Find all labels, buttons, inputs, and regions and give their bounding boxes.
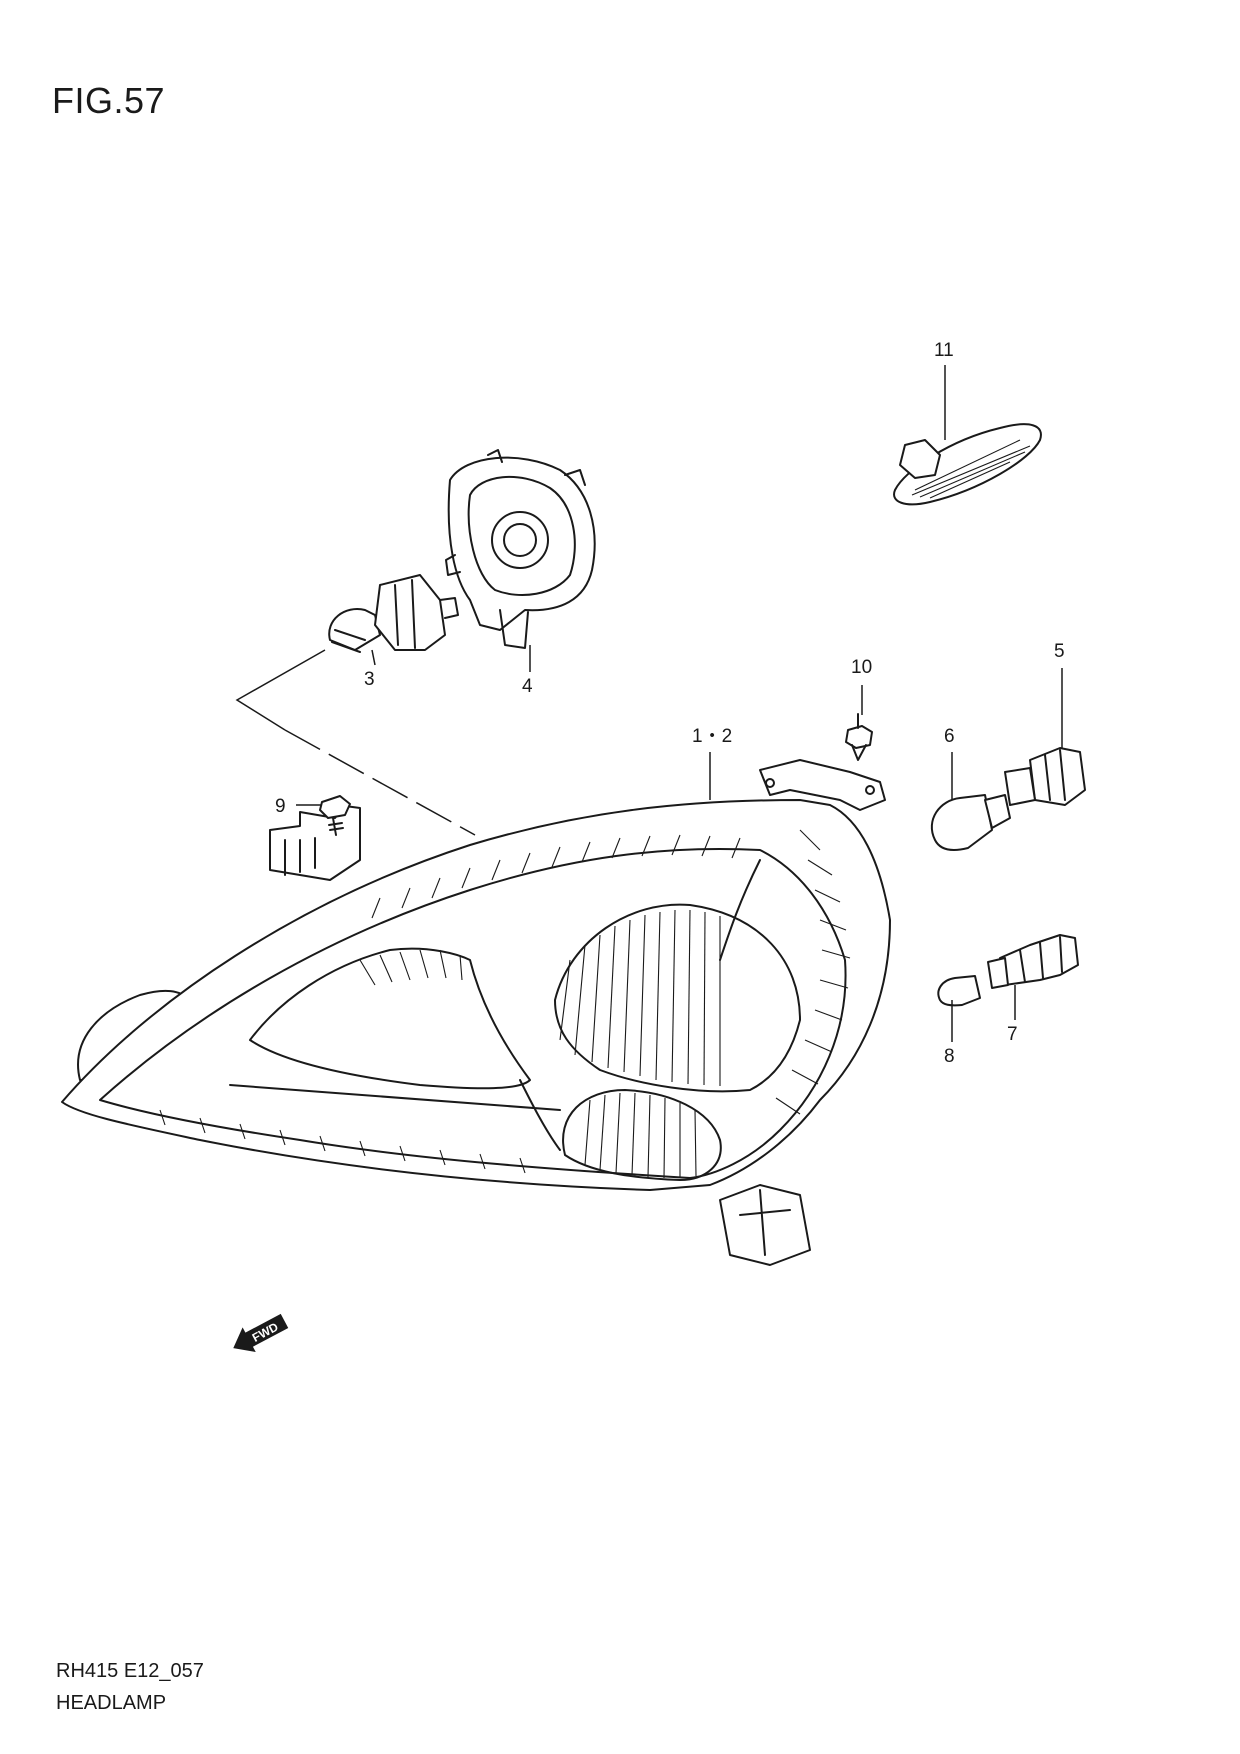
- callout-10: 10: [851, 657, 872, 678]
- callout-6: 6: [944, 726, 955, 747]
- side-marker-part-11: [893, 423, 1042, 506]
- headlamp-assembly: [61, 799, 891, 1266]
- diagram-code: RH415 E12_057: [56, 1660, 204, 1682]
- socket-part-7: [987, 934, 1079, 989]
- callout-11: 11: [934, 340, 954, 361]
- screw-part-9: [319, 795, 351, 836]
- bulb-small-part-8: [937, 975, 981, 1007]
- clip-part-10: [845, 713, 873, 761]
- callout-5: 5: [1054, 641, 1065, 662]
- bulb-halogen-part-3: [328, 574, 459, 653]
- callout-9: 9: [275, 796, 286, 817]
- callout-leaders: [296, 365, 1063, 1042]
- diagram-name: HEADLAMP: [56, 1692, 167, 1714]
- callout-8: 8: [944, 1046, 955, 1067]
- callout-3: 3: [364, 669, 375, 690]
- assembly-guide-line: [235, 649, 476, 836]
- socket-part-5: [1004, 747, 1086, 806]
- callout-1-2: 1・2: [692, 726, 732, 747]
- bulb-wedge-part-6: [930, 794, 1011, 851]
- figure-title: FIG.57: [52, 80, 166, 121]
- callout-4: 4: [522, 676, 533, 697]
- callout-7: 7: [1007, 1024, 1018, 1045]
- socket-cover-part-4: [445, 449, 596, 649]
- fwd-arrow-icon: FWD: [233, 1313, 289, 1353]
- mounting-bracket: [759, 759, 886, 811]
